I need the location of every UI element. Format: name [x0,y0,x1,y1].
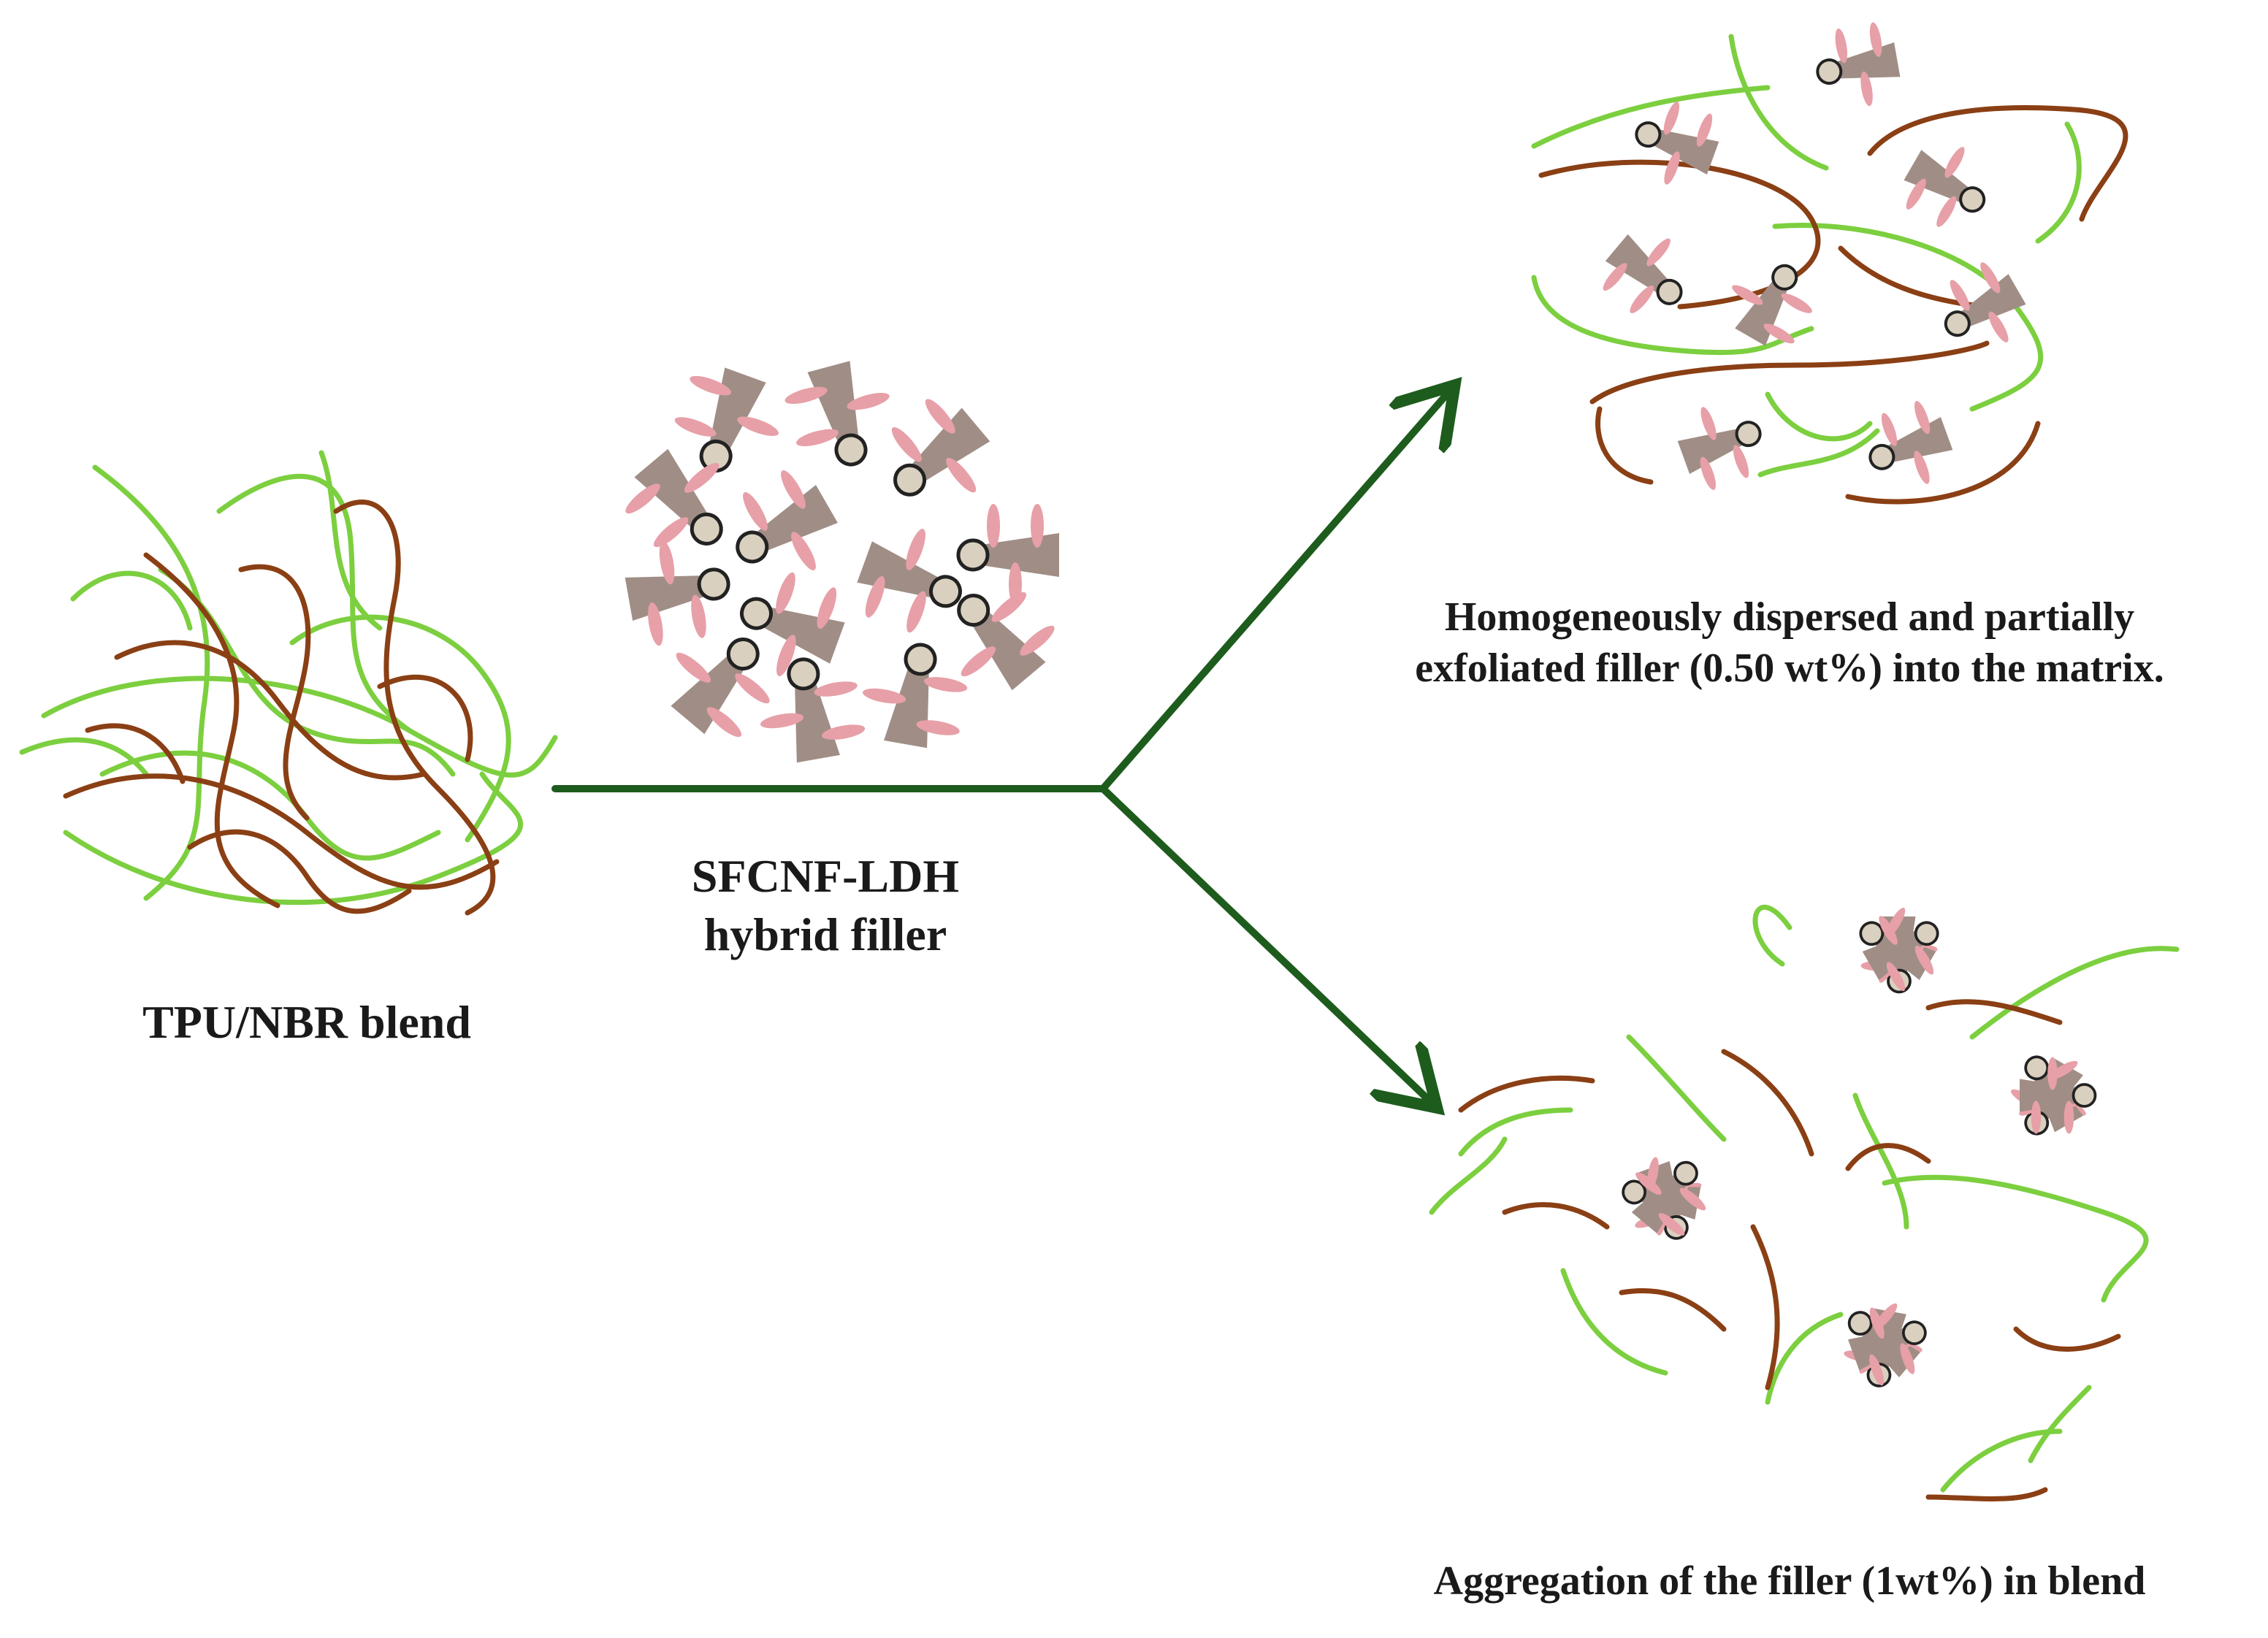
aggregation-label: Aggregation of the filler (1wt%) in blen… [1433,1558,2146,1604]
aggregated-composite [1429,905,2180,1501]
homogeneous-dispersion-label: Homogeneously dispersed and partially ex… [1315,592,2264,694]
filler-label: SFCNF-LDH hybrid filler [599,847,1052,964]
polymer-blend-tangle [19,450,558,916]
filler-label-line-2: hybrid filler [703,908,947,960]
hybrid-filler-cluster [625,361,1059,763]
filler-label-line-1: SFCNF-LDH [691,850,960,902]
lower-arrow [1099,785,1432,1103]
blend-label: TPU/NBR blend [142,996,471,1048]
process-arrows [551,391,1450,1103]
upper-arrow [1099,391,1450,792]
homogeneous-label-line-1: Homogeneously dispersed and partially [1444,594,2135,640]
homogeneous-label-line-2: exfoliated filler (0.50 wt%) into the ma… [1415,646,2164,691]
dispersed-composite [1531,22,2128,505]
